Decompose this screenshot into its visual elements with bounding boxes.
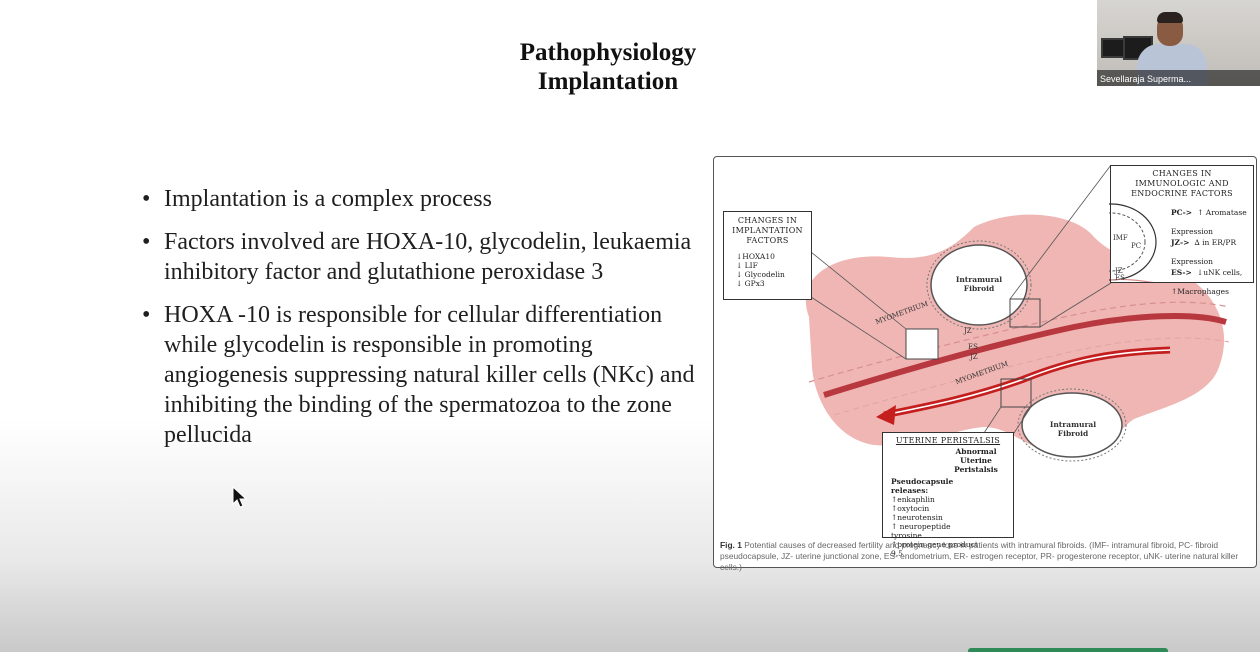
releases-list: Pseudocapsule releases: ↑enkaphlin ↑oxyt… [891,477,981,558]
immuno-row-key: ES-> [1171,268,1192,277]
immuno-row-pc: PC-> ↑ Aromatase Expression [1171,200,1251,238]
implantation-factor-list: ↓HOXA10 ↓ LIF ↓ Glycodelin ↓ GPx3 [724,252,811,288]
peristalsis-sub: Abnormal Uterine Peristalsis [954,447,998,474]
immuno-box-heading: CHANGES IN IMMUNOLOGIC AND ENDOCRINE FAC… [1131,169,1233,198]
callout-line-4 [1039,282,1112,328]
immuno-row-value: ∆ in ER/PR Expression [1171,238,1237,266]
zoom-square-bottom [1000,378,1032,408]
title-line-2: Implantation [537,68,679,95]
junctional-zone-dashed [808,301,1230,383]
bullet-item: • Implantation is a complex process [140,184,695,214]
peristalsis-box: UTERINE PERISTALSIS Abnormal Uterine Per… [882,432,1014,558]
fibroid-bottom-label: Intramural Fibroid [1049,420,1097,438]
implantation-factor: ↓ Glycodelin [736,270,785,279]
participant-name: Sevellaraja Superma... [1100,74,1192,84]
immuno-row-value: ↓uNK cells, ↑Macrophages [1171,268,1243,296]
caption-text: Potential causes of decreased fertility … [720,540,1239,572]
releases-label: Pseudocapsule releases: [891,477,954,495]
fibroid-bottom [1021,392,1123,458]
bullet-item: • HOXA -10 is responsible for cellular di… [140,300,695,450]
pc-label: PC [1131,242,1142,250]
mouse-cursor-icon [232,486,248,508]
release-item: ↑enkaphlin [891,495,935,504]
immunologic-factors-box: CHANGES IN IMMUNOLOGIC AND ENDOCRINE FAC… [1109,165,1254,296]
zoom-square-left [905,328,939,360]
callout-line-5 [983,406,1002,434]
implantation-factor: ↓HOXA10 [736,252,775,261]
caption-label: Fig. 1 [720,540,742,550]
es-center-label: ES [968,343,978,351]
implantation-box-heading: CHANGES IN IMPLANTATION FACTORS [732,216,803,245]
implantation-factor: ↓ GPx3 [736,279,765,288]
fibroid-top-capsule [926,240,1032,330]
immuno-row-jz: JZ-> ∆ in ER/PR Expression [1171,230,1251,268]
participant-video-tile[interactable]: Sevellaraja Superma... [1097,0,1260,86]
bullet-list: • Implantation is a complex process • Fact… [140,184,695,463]
bullet-text: HOXA -10 is responsible for cellular dif… [164,302,695,448]
immuno-row-key: JZ-> [1171,238,1190,247]
bullet-dot: • [142,302,151,328]
fibroid-top [930,244,1028,326]
bullet-text: Implantation is a complex process [164,186,492,212]
immuno-row-key: PC-> [1171,208,1193,217]
callout-line-2 [810,296,907,360]
immuno-inset-circle [1109,203,1157,282]
figure-panel: CHANGES IN IMPLANTATION FACTORS ↓HOXA10 … [713,156,1257,572]
release-item: ↑oxytocin [891,504,930,513]
title-line-1: Pathophysiology [519,39,697,66]
callout-line-3 [1009,164,1112,300]
release-item: ↑protein gene product 9.5 [891,540,978,558]
peristalsis-arrowhead [876,405,896,425]
bullet-dot: • [142,229,151,255]
jz-upper-label: JZ [964,327,972,335]
participant-hair [1157,12,1183,23]
fibroid-top-label: Intramural Fibroid [955,275,1003,293]
immuno-row-es: ES-> ↓uNK cells, ↑Macrophages [1171,260,1251,298]
imf-label: IMF [1113,234,1128,242]
implantation-factor: ↓ LIF [736,261,758,270]
green-status-bar [968,648,1168,652]
bullet-text: Factors involved are HOXA-10, glycodelin… [164,229,692,285]
es-inset-label: ES [1115,274,1125,282]
video-name-bar [1097,70,1260,86]
jz-inset-label: JZ [1115,267,1123,275]
video-monitor-left [1101,38,1125,58]
release-item: ↑ neuropeptide tyrosine [891,522,951,540]
slide-title: Pathophysiology Implantation [440,38,776,96]
callout-line-6 [1013,406,1032,434]
immuno-row-value: ↑ Aromatase Expression [1171,208,1247,236]
bullet-item: • Factors involved are HOXA-10, glycodeli… [140,227,695,287]
zoom-square-right [1009,298,1041,328]
jz-lower-label: JZ [970,353,978,361]
bullet-dot: • [142,186,151,212]
implantation-factors-box: CHANGES IN IMPLANTATION FACTORS ↓HOXA10 … [723,211,812,300]
figure-caption: Fig. 1 Potential causes of decreased fer… [720,540,1252,573]
peristalsis-heading: UTERINE PERISTALSIS [895,436,1001,445]
junctional-zone-lower [833,337,1230,416]
callout-line-1 [810,251,907,330]
release-item: ↑neurotensin [891,513,943,522]
endometrium-band [823,313,1227,398]
fibroid-bottom-capsule [1017,388,1127,462]
